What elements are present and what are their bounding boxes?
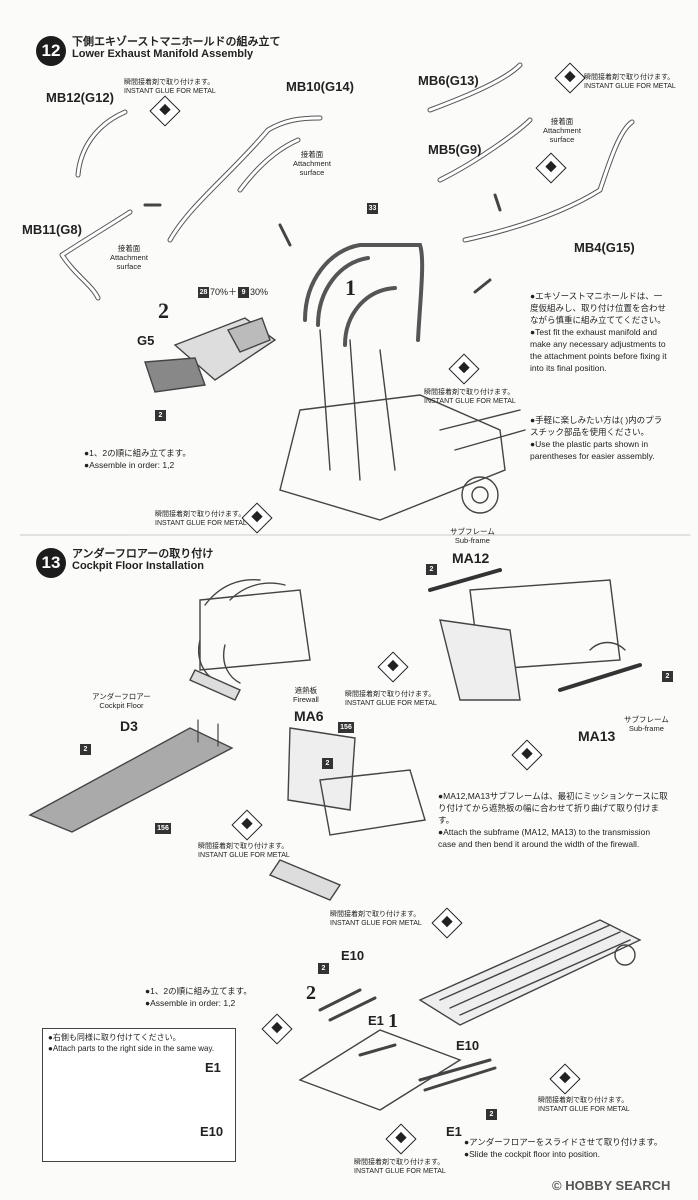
glue-mark-ma12 xyxy=(377,651,409,683)
part-e10-right: E10 xyxy=(456,1038,480,1053)
part-e10-left: E10 xyxy=(341,948,365,963)
instant-glue-icon xyxy=(554,62,586,94)
part-g5: G5 xyxy=(137,333,155,348)
glue-mark-firewall xyxy=(231,809,263,841)
glue-text-center: 瞬間接着剤で取り付けます。 INSTANT GLUE FOR METAL xyxy=(424,389,516,405)
sequence-2-lower: 2 xyxy=(306,982,316,1004)
sequence-2: 2 xyxy=(158,298,169,323)
part-d3: D3 xyxy=(120,718,138,734)
inset-note: ●右側も同様に取り付けてください。 ●Attach parts to the r… xyxy=(48,1033,215,1053)
color-code-156-d3: 156 xyxy=(155,823,171,834)
step-13-order-note: ●1、2の順に組み立てます。 ●Assemble in order: 1,2 xyxy=(145,986,252,1008)
step-12-title-en: Lower Exhaust Manifold Assembly xyxy=(72,48,254,60)
glue-mark-mb5 xyxy=(535,152,567,184)
step-13-title-en: Cockpit Floor Installation xyxy=(72,560,205,572)
instant-glue-icon xyxy=(448,353,480,385)
glue-mark-mb12: 瞬間接着剤で取り付けます。 INSTANT GLUE FOR METAL xyxy=(124,78,216,127)
part-mb12: MB12(G12) xyxy=(46,90,114,105)
subframe-label-ma13: サブフレーム Sub-frame xyxy=(624,715,669,733)
step-12-note-2: ●手軽に楽しみたい方は( )内のプラスチック部品を使用ください。 ●Use th… xyxy=(530,415,663,461)
step-12-note-1: ●エキゾーストマニホールドは、一度仮組みし、取り付け位置を合わせながら慎重に組み… xyxy=(530,291,667,373)
part-mb6: MB6(G13) xyxy=(418,73,479,88)
color-code-2-ma6: 2 xyxy=(322,758,333,769)
color-code-33: 33 xyxy=(367,203,378,214)
underfloor-label: アンダーフロアー Cockpit Floor xyxy=(92,692,151,710)
instant-glue-icon xyxy=(261,1013,293,1045)
step-12-title-jp: 下側エキゾーストマニホールドの組み立て xyxy=(72,35,281,48)
glue-text-e10: 瞬間接着剤で取り付けます。 INSTANT GLUE FOR METAL xyxy=(330,911,422,927)
instant-glue-icon xyxy=(149,95,181,127)
paint-mix: 28 70%＋ 9 30% xyxy=(198,287,269,298)
paint-code-b: 9 xyxy=(238,287,250,298)
glue-text-ma12: 瞬間接着剤で取り付けます。 INSTANT GLUE FOR METAL xyxy=(345,691,437,707)
instant-glue-icon xyxy=(231,809,263,841)
inset-part-e10: E10 xyxy=(200,1124,224,1139)
part-e1-left: E1 xyxy=(368,1013,384,1028)
paint-code-a: 28 xyxy=(198,287,209,298)
color-code-156-ma6: 156 xyxy=(338,722,354,733)
part-e1-right: E1 xyxy=(446,1124,462,1139)
step-12-order-note: ●1、2の順に組み立てます。 ●Assemble in order: 1,2 xyxy=(84,448,191,470)
instant-glue-icon xyxy=(549,1063,581,1095)
step-12-number: 12 xyxy=(36,36,66,66)
color-code-2-e10: 2 xyxy=(318,963,329,974)
glue-text-mb6: 瞬間接着剤で取り付けます。 INSTANT GLUE FOR METAL xyxy=(584,74,676,90)
glue-text-firewall: 瞬間接着剤で取り付けます。 INSTANT GLUE FOR METAL xyxy=(198,843,290,859)
glue-text-e10-right: 瞬間接着剤で取り付けます。 INSTANT GLUE FOR METAL xyxy=(538,1097,630,1113)
inset-part-e1: E1 xyxy=(205,1060,221,1075)
part-mb5: MB5(G9) xyxy=(428,142,482,157)
instant-glue-icon xyxy=(535,152,567,184)
subframe-label-ma12: サブフレーム Sub-frame xyxy=(450,527,495,545)
glue-mark-e10 xyxy=(431,907,463,939)
step-13-slide-note: ●アンダーフロアーをスライドさせて取り付けます。 ●Slide the cock… xyxy=(464,1137,663,1159)
step-13-number: 13 xyxy=(36,548,66,578)
color-code-2-ma12: 2 xyxy=(426,564,437,575)
sequence-1-lower: 1 xyxy=(388,1010,398,1032)
glue-mark-ma13 xyxy=(511,739,543,771)
step-13-title-jp: アンダーフロアーの取り付け xyxy=(72,547,214,560)
part-mb11: MB11(G8) xyxy=(22,222,82,237)
instant-glue-icon xyxy=(511,739,543,771)
glue-mark-e1-left xyxy=(261,1013,293,1045)
instant-glue-icon xyxy=(431,907,463,939)
part-ma13: MA13 xyxy=(578,728,616,744)
part-mb10: MB10(G14) xyxy=(286,79,354,94)
sequence-1: 1 xyxy=(345,275,356,300)
color-code-2-g5: 2 xyxy=(155,410,166,421)
glue-mark-mb6 xyxy=(554,62,586,94)
hobby-search-watermark: © HOBBY SEARCH xyxy=(552,1178,671,1193)
color-code-2-d3: 2 xyxy=(80,744,91,755)
color-code-2-e10-right: 2 xyxy=(486,1109,497,1120)
right-side-inset: ●右側も同様に取り付けてください。 ●Attach parts to the r… xyxy=(42,1028,236,1162)
step-13-subframe-note: ●MA12,MA13サブフレームは、最初にミッションケースに取り付けてから遮熱板… xyxy=(438,791,668,849)
glue-mark-center xyxy=(448,353,480,385)
part-ma6: MA6 xyxy=(294,708,324,724)
glue-mark-lower xyxy=(241,502,273,534)
glue-mark-e10-right xyxy=(549,1063,581,1095)
instant-glue-icon xyxy=(377,651,409,683)
firewall-label: 遮熱板 Firewall xyxy=(293,686,319,704)
glue-text-lower: 瞬間接着剤で取り付けます。 INSTANT GLUE FOR METAL xyxy=(155,511,247,527)
part-mb4: MB4(G15) xyxy=(574,240,635,255)
color-code-2-ma13: 2 xyxy=(662,671,673,682)
instant-glue-icon xyxy=(385,1123,417,1155)
glue-mark-e1-right xyxy=(385,1123,417,1155)
part-ma12: MA12 xyxy=(452,550,490,566)
glue-text-e1-right: 瞬間接着剤で取り付けます。 INSTANT GLUE FOR METAL xyxy=(354,1159,446,1175)
